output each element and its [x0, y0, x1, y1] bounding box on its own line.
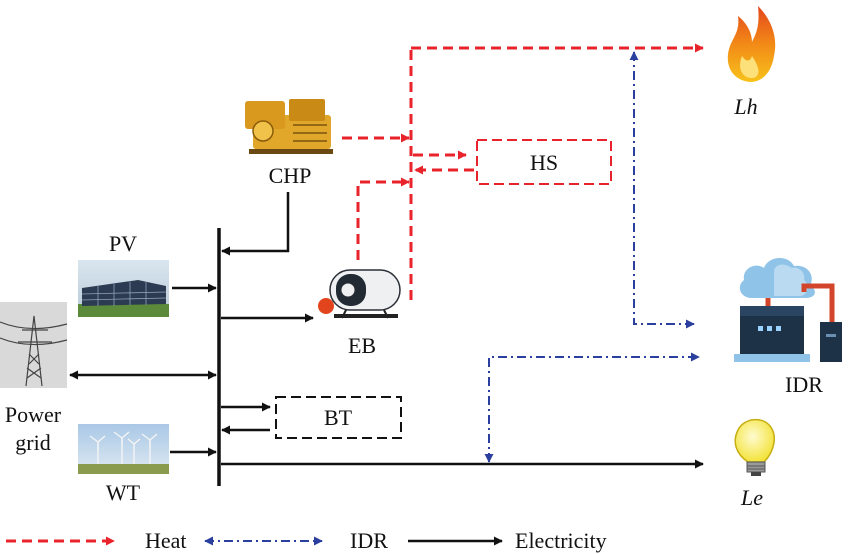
eb-label: EB — [348, 333, 376, 358]
chp-label: CHP — [269, 163, 312, 188]
solar-panel-photo — [78, 260, 169, 317]
bt-box — [275, 396, 402, 439]
transmission-tower-photo — [0, 302, 68, 388]
idr-le-link — [484, 352, 700, 463]
legend-idr-label: IDR — [350, 528, 388, 553]
wind-turbine-photo — [78, 424, 169, 474]
legend-electricity-label: Electricity — [515, 528, 607, 553]
idr-label: IDR — [785, 372, 823, 397]
heat-eb-to-trunk — [356, 177, 410, 260]
light-bulb-icon — [734, 418, 776, 476]
idr-lh-link — [629, 51, 695, 329]
power-grid-label-line1: Power — [5, 402, 62, 427]
hs-label: HS — [530, 150, 558, 175]
bt-label: BT — [324, 405, 353, 430]
hs-box — [476, 139, 612, 185]
electricity-network — [69, 192, 704, 486]
flame-icon — [727, 6, 776, 82]
idr-network — [484, 51, 700, 463]
lh-label: Lh — [733, 94, 757, 119]
chp-generator-icon — [245, 99, 333, 154]
cloud-server-icon — [734, 257, 842, 362]
pv-label: PV — [109, 231, 137, 256]
heat-network — [342, 43, 704, 300]
elec-chp-to-bus — [221, 192, 290, 256]
le-label: Le — [740, 485, 763, 510]
electric-boiler-icon — [318, 269, 401, 319]
legend: Heat IDR Electricity — [6, 528, 607, 553]
power-grid-label-line2: grid — [15, 430, 50, 455]
legend-heat-label: Heat — [145, 528, 187, 553]
wt-label: WT — [106, 480, 141, 505]
